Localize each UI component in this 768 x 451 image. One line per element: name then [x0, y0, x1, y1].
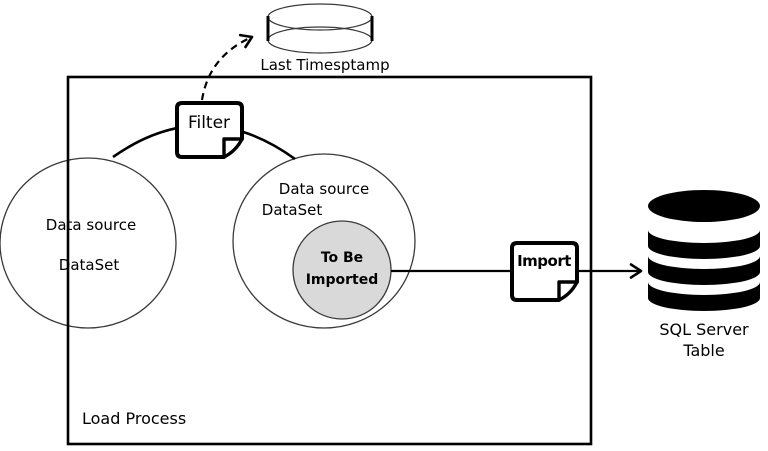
timestamp-cylinder-bottom [267, 26, 373, 54]
filter-note-icon: Filter [175, 101, 244, 159]
sql-db-band-2 [648, 256, 760, 285]
sql-table-line1: SQL Server [659, 320, 749, 339]
load-process-box [66, 75, 593, 446]
load-process-label: Load Process [82, 409, 186, 428]
import-note-fold [557, 280, 579, 302]
last-timestamp-label: Last Timesptamp [260, 56, 389, 74]
left-dataset-ellipse [0, 157, 177, 329]
right-dataset-line2: DataSet [262, 201, 323, 219]
to-be-imported-circle: To Be Imported [292, 220, 392, 320]
to-be-imported-line2: Imported [306, 272, 379, 288]
timestamp-cylinder-top [267, 3, 373, 31]
right-dataset-circle: Data source DataSet To Be Imported [232, 153, 416, 329]
to-be-imported-line1: To Be [321, 250, 363, 266]
left-dataset-circle: Data source DataSet [0, 157, 177, 329]
left-dataset-line2: DataSet [59, 256, 120, 274]
to-be-imported-ellipse [292, 220, 392, 320]
filter-note-fold [222, 137, 244, 159]
left-dataset-line1: Data source [46, 216, 136, 234]
sql-db-band-3 [648, 282, 760, 311]
filter-label: Filter [188, 113, 230, 133]
filter-to-timestamp-dashed-arrow [200, 33, 254, 101]
right-dataset-line1: Data source [279, 180, 369, 198]
import-note-icon: Import [510, 241, 579, 302]
sql-table-line2: Table [682, 341, 724, 360]
last-timestamp-cylinder-icon: Last Timesptamp [260, 3, 390, 74]
import-label: Import [517, 252, 571, 270]
sql-db-top-disk [648, 190, 760, 222]
sql-db-band-1 [648, 230, 760, 259]
sql-table-database-icon: SQL Server Table [648, 190, 760, 360]
